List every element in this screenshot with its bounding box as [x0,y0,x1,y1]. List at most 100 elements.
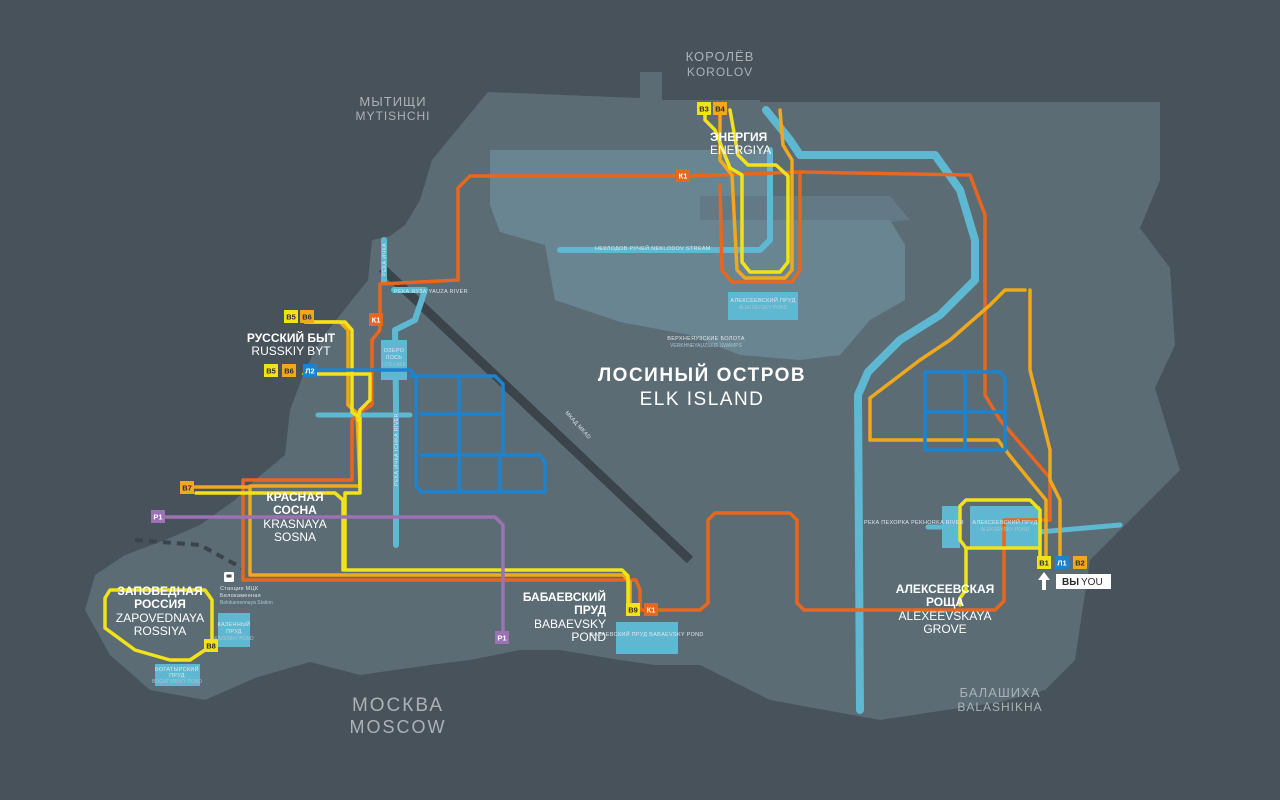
badge-k1-bottom[interactable]: К1 [644,603,658,616]
you-are-here-marker[interactable]: ВЫ YOU [1038,572,1111,590]
label-bogatyrsky-ru2: ПРУД [169,673,185,679]
city-mytishchi-en: MYTISHCHI [356,109,431,123]
label-kazenny-ru1: КАЗЕННЫЙ [218,620,251,628]
area-zapovednaya-ru2: РОССИЯ [134,597,186,611]
label-bogatyrsky-en: BOGATYRSKY POND [152,679,202,685]
label-station-ru: Станция МЦК [220,586,259,592]
svg-text:В9: В9 [628,606,638,615]
station-icon [224,572,234,582]
badge-p1-left[interactable]: Р1 [151,510,165,523]
area-energiya-en: ENERGIYA [710,143,771,157]
city-korolev-en: KOROLOV [687,65,753,79]
svg-text:В8: В8 [206,642,216,651]
badge-k1-left[interactable]: К1 [369,313,383,326]
label-station-en: Belokamennaya Station [220,600,273,606]
alekseevsky-pond-top [728,292,798,320]
city-korolev-ru: КОРОЛЁВ [686,49,755,64]
area-babaevsky-ru2: ПРУД [574,603,606,617]
badge-l1[interactable]: Л1 [1055,556,1069,569]
area-babaevsky-en1: BABAEVSKY [534,617,606,631]
you-label-ru: ВЫ [1062,577,1079,588]
svg-text:В7: В7 [182,484,192,493]
badge-k1-top[interactable]: К1 [676,169,690,182]
park-territory [85,72,1180,720]
area-alekseevskaya-en1: ALEXEEVSKAYA [899,609,992,623]
label-kazenny-en: KAZENNY POND [214,636,254,642]
badge-b1[interactable]: В1 [1037,556,1051,569]
label-alekseevsky-pond2-en: ALEKSEVSKY POND [981,527,1030,533]
svg-text:В4: В4 [715,105,725,114]
badge-b6-mid[interactable]: В6 [282,364,296,377]
svg-text:В5: В5 [286,313,296,322]
label-lake-ru2: ЛОСЬ [386,355,403,361]
svg-text:Л2: Л2 [305,367,314,376]
svg-text:К1: К1 [679,172,688,181]
you-label-en: YOU [1081,577,1103,588]
label-alekseevsky-pond-ru: АЛЕКСЕЕВСКИЙ ПРУД [730,296,795,304]
kazenny-pond [218,613,250,647]
svg-text:В3: В3 [699,105,709,114]
label-kazenny-ru2: ПРУД [226,629,242,635]
area-zapovednaya-en1: ZAPOVEDNAYA [116,611,204,625]
label-lake-en: LOS LAKE [382,362,407,368]
badge-p1-bottom[interactable]: Р1 [495,631,509,644]
svg-text:В6: В6 [284,367,294,376]
svg-text:В5: В5 [266,367,276,376]
svg-text:В6: В6 [302,313,312,322]
label-lake-ru: ОЗЕРО [384,348,405,354]
area-russkiy-byt-ru: РУССКИЙ БЫТ [247,330,336,345]
area-krasnaya-sosna-ru1: КРАСНАЯ [266,490,323,504]
area-energiya-ru: ЭНЕРГИЯ [710,130,767,144]
badge-b6-top[interactable]: В6 [300,310,314,323]
badge-b4[interactable]: В4 [713,102,727,115]
babaevsky-pond [616,622,678,654]
area-alekseevskaya-ru1: АЛЕКСЕЕВСКАЯ [896,582,995,596]
label-station-ru2: Белокаменная [220,593,261,599]
svg-text:Р1: Р1 [153,513,162,522]
badge-b8[interactable]: В8 [204,639,218,652]
svg-text:Р1: Р1 [497,634,506,643]
badge-b5-top[interactable]: В5 [284,310,298,323]
city-balashikha-en: BALASHIKHA [957,700,1042,714]
city-moscow-ru: МОСКВА [352,695,444,716]
park-title-en: ELK ISLAND [640,389,765,410]
label-alekseevsky-pond-en: ALEKSEVSKY POND [739,305,788,311]
badge-b2[interactable]: В2 [1073,556,1087,569]
label-swamps-ru: ВЕРХНЕЯУЗСКИЕ БОЛОТА [667,336,745,342]
label-alekseevsky-pond2-ru: АЛЕКСЕЕВСКИЙ ПРУД [972,518,1037,526]
badge-l2[interactable]: Л2 [303,364,317,377]
city-mytishchi-ru: МЫТИЩИ [359,94,426,109]
railway [134,538,243,570]
city-moscow-en: MOSCOW [350,717,447,737]
area-babaevsky-en2: POND [571,630,606,644]
area-krasnaya-sosna-en1: KRASNAYA [263,517,327,531]
area-krasnaya-sosna-en2: SOSNA [274,530,316,544]
badge-b7[interactable]: В7 [180,481,194,494]
clearing-north [490,150,905,360]
area-babaevsky-ru1: БАБАЕВСКИЙ [523,589,606,604]
svg-text:Л1: Л1 [1057,559,1066,568]
label-babaevsky-pond: БАБАЕВСКИЙ ПРУД BABAEVSKY POND [590,630,703,638]
area-zapovednaya-ru1: ЗАПОВЕДНАЯ [117,584,202,598]
label-bogatyrsky-ru1: БОГАТЫРСКИЙ [155,665,199,673]
badge-b5-mid[interactable]: В5 [264,364,278,377]
svg-text:В1: В1 [1039,559,1049,568]
area-zapovednaya-en2: ROSSIYA [134,624,186,638]
area-alekseevskaya-ru2: РОЩА [926,595,964,609]
los-lake [381,340,407,380]
badge-b3[interactable]: В3 [697,102,711,115]
pond-small-right [942,506,960,548]
label-pekhorka-river: РЕКА ПЕХОРКА PEKHORKA RIVER [864,520,964,526]
svg-text:К1: К1 [372,316,381,325]
area-russkiy-byt-en: RUSSKIY BYT [251,344,331,358]
label-ichka-river: РЕКА ИЧКА ICHKA RIVER [394,413,400,486]
park-title-ru: ЛОСИНЫЙ ОСТРОВ [598,364,806,386]
label-swamps-en: VERKHNEYAUZSKIE SWAMPS [670,343,743,349]
badge-b9[interactable]: В9 [626,603,640,616]
you-arrow-icon [1038,572,1050,590]
svg-text:К1: К1 [647,606,656,615]
area-krasnaya-sosna-ru2: СОСНА [273,503,317,517]
area-alekseevskaya-en2: GROVE [923,622,966,636]
routes [103,108,1062,662]
